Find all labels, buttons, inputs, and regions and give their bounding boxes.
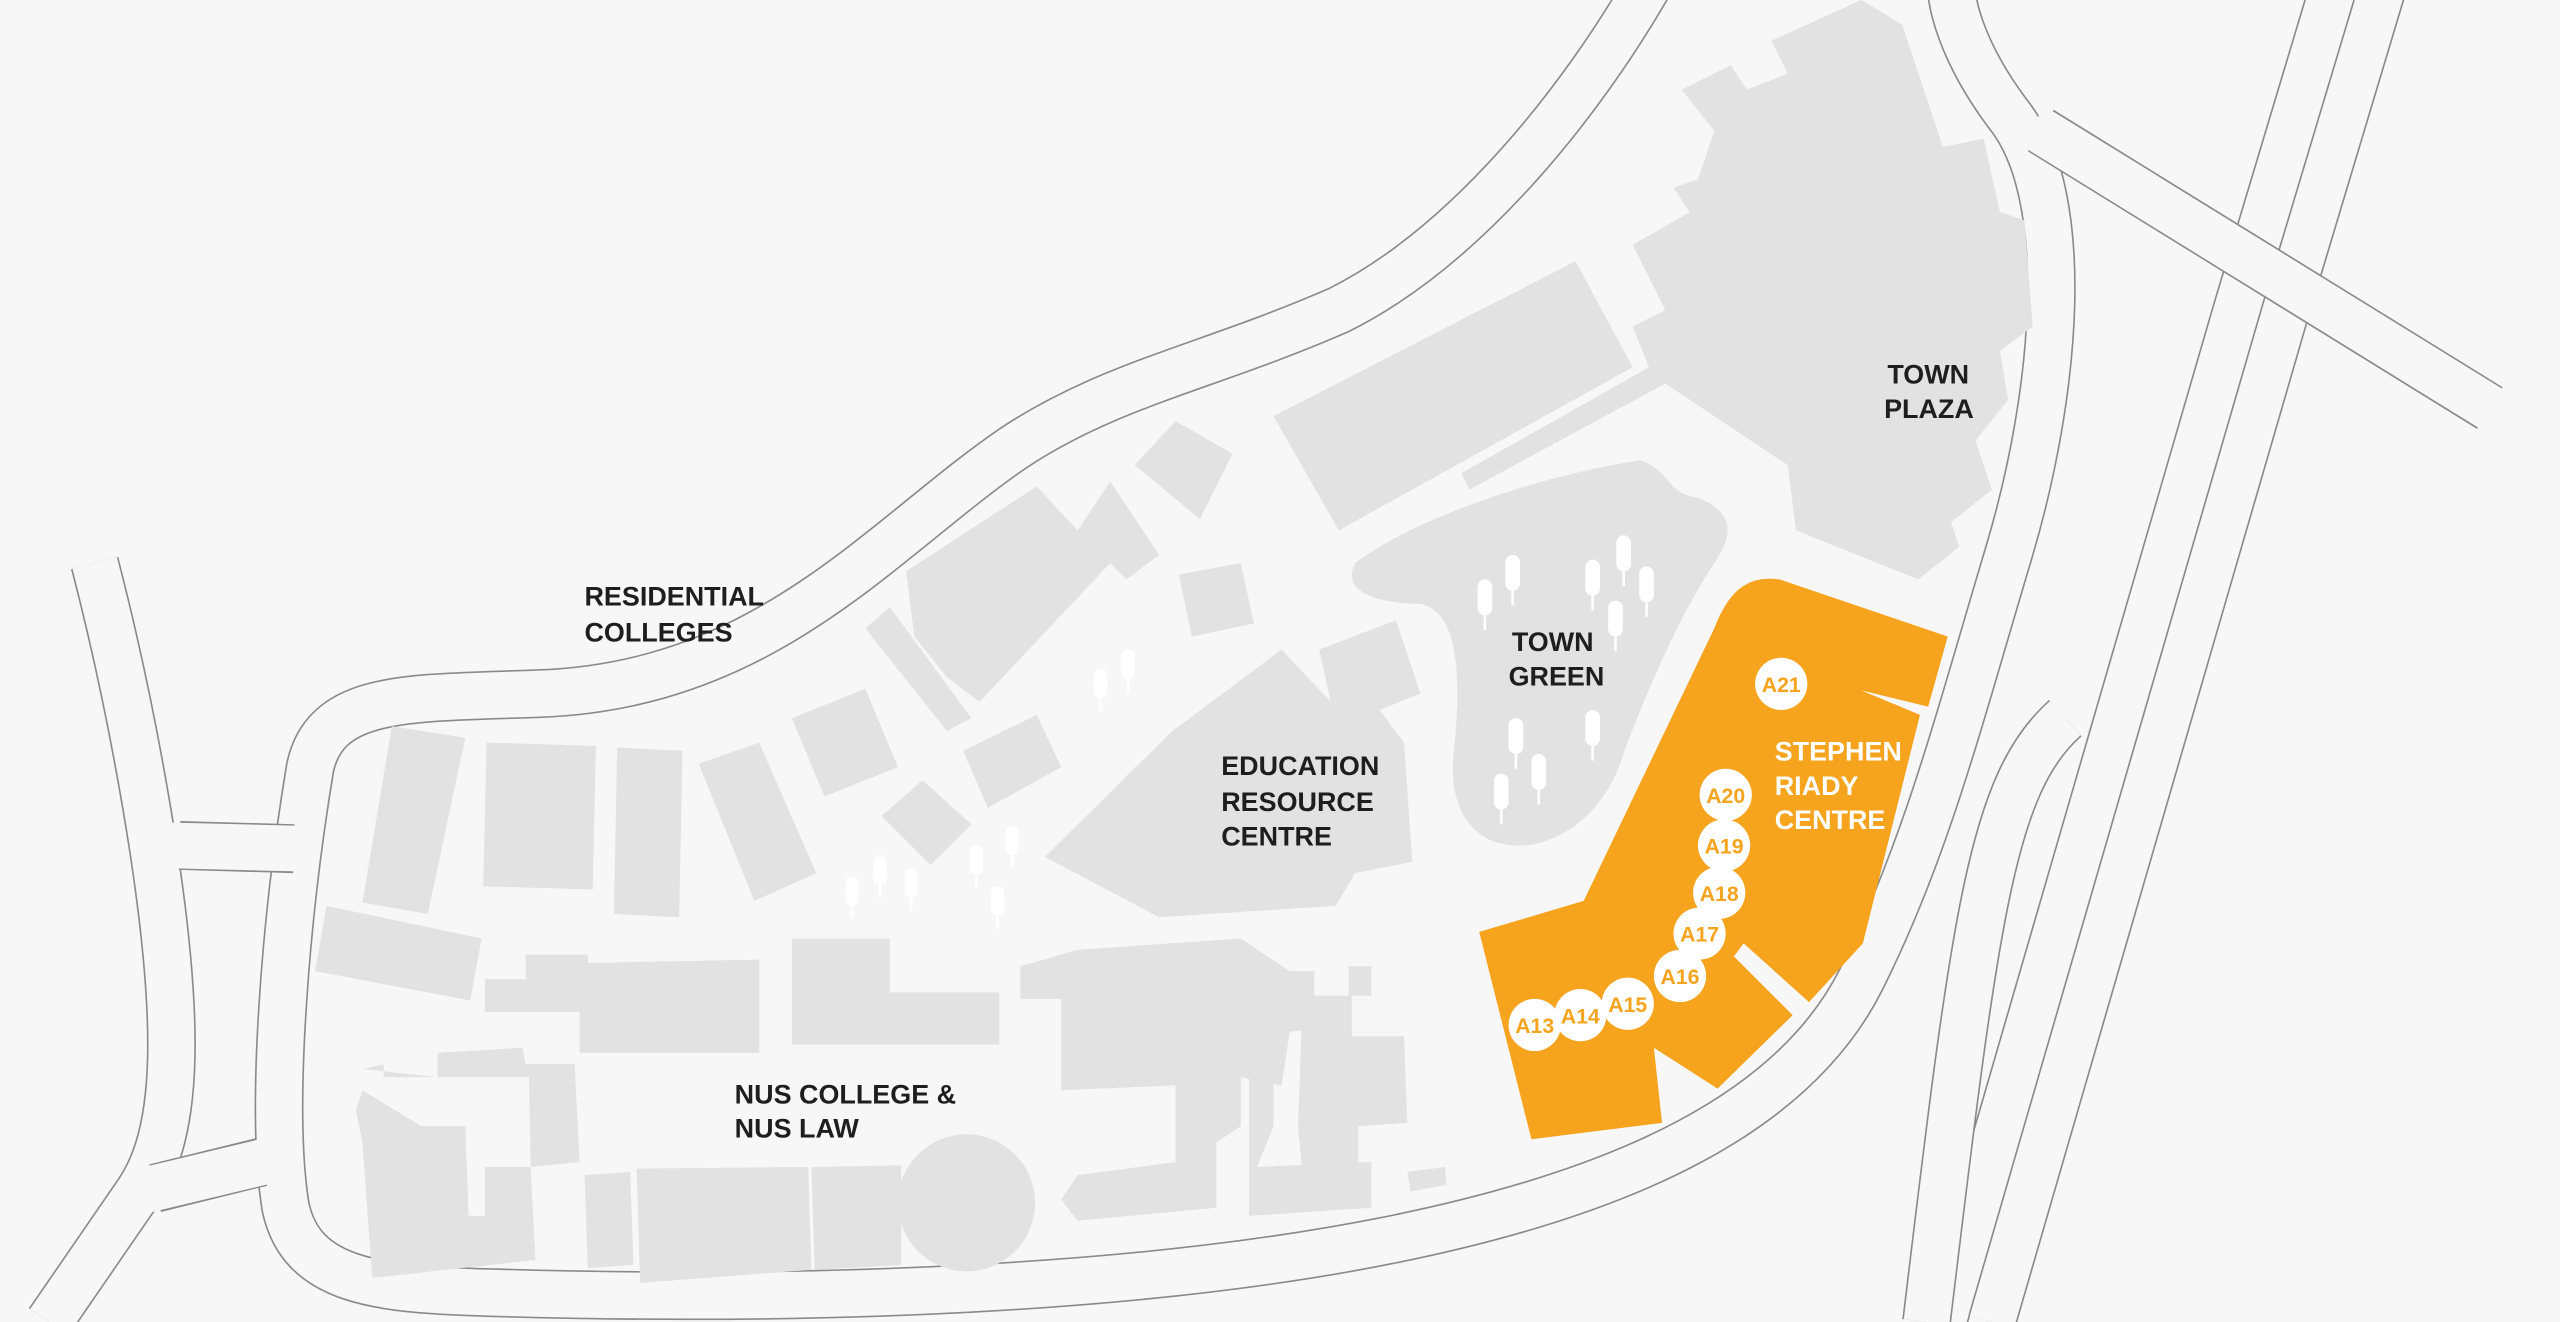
town-green-area xyxy=(1351,460,1728,846)
building xyxy=(791,688,898,797)
svg-text:A15: A15 xyxy=(1608,994,1647,1017)
tree-icon xyxy=(1608,600,1623,652)
svg-text:A16: A16 xyxy=(1661,966,1700,989)
building xyxy=(881,780,972,866)
label-town-green: TOWN GREEN xyxy=(1509,627,1605,691)
room-pins: A13 A14 A15 A16 A17 A18 A19 A20 A21 xyxy=(1508,657,1808,1052)
building xyxy=(636,1166,812,1283)
building xyxy=(1407,1166,1447,1192)
room-pin-a16[interactable]: A16 xyxy=(1653,949,1707,1003)
building xyxy=(906,481,1160,702)
tree-icon xyxy=(873,855,887,898)
area-labels: RESIDENTIAL COLLEGES EDUCATION RESOURCE … xyxy=(584,360,1977,1144)
building xyxy=(1134,421,1233,520)
tree-icon xyxy=(1505,554,1520,606)
tree-icon xyxy=(1639,566,1654,617)
building xyxy=(1273,261,1633,531)
room-pin-a15[interactable]: A15 xyxy=(1601,977,1654,1030)
building xyxy=(865,607,972,732)
tree-icon xyxy=(1093,669,1107,712)
education-resource-centre-building xyxy=(1044,620,1421,918)
building xyxy=(791,938,1000,1045)
tree-icon xyxy=(1508,718,1524,769)
town-plaza-building xyxy=(1461,0,2033,580)
trees xyxy=(845,535,1654,929)
buildings xyxy=(315,0,2033,1283)
room-pin-a17[interactable]: A17 xyxy=(1673,907,1726,960)
building xyxy=(483,742,596,890)
room-pin-a13[interactable]: A13 xyxy=(1508,998,1561,1052)
tree-icon xyxy=(1585,559,1600,611)
building xyxy=(315,905,482,1001)
tree-icon xyxy=(845,876,859,919)
svg-text:A18: A18 xyxy=(1700,883,1739,906)
tree-icon xyxy=(1493,773,1509,825)
west-road xyxy=(28,556,303,1322)
tree-icon xyxy=(969,845,983,888)
room-pin-a19[interactable]: A19 xyxy=(1697,819,1751,872)
tree-icon xyxy=(1616,535,1632,586)
label-nus-college-law: NUS COLLEGE & NUS LAW xyxy=(735,1079,964,1143)
building xyxy=(698,742,817,901)
tree-icon xyxy=(1531,754,1547,805)
svg-text:A19: A19 xyxy=(1705,836,1744,859)
building xyxy=(362,726,466,914)
building xyxy=(1348,966,1372,996)
label-residential-colleges: RESIDENTIAL COLLEGES xyxy=(584,582,771,648)
building xyxy=(484,954,760,1053)
tree-icon xyxy=(991,886,1005,929)
tree-icon xyxy=(1005,825,1019,869)
nus-college-building xyxy=(355,1047,580,1278)
tree-icon xyxy=(1477,579,1493,630)
nus-law-rotunda xyxy=(897,1134,1036,1272)
building xyxy=(584,1171,634,1269)
building xyxy=(963,714,1062,808)
svg-text:A13: A13 xyxy=(1515,1015,1554,1038)
svg-text:A14: A14 xyxy=(1561,1005,1600,1028)
room-pin-a21[interactable]: A21 xyxy=(1755,657,1808,710)
label-town-plaza: TOWN PLAZA xyxy=(1884,360,1977,424)
tree-icon xyxy=(1585,709,1600,761)
ring-road xyxy=(254,0,2076,1321)
label-stephen-riady-centre: STEPHEN RIADY CENTRE xyxy=(1775,737,1910,836)
roads xyxy=(28,0,2510,1322)
building xyxy=(811,1165,902,1270)
building xyxy=(613,747,683,918)
east-highway xyxy=(1902,0,2510,1322)
svg-text:A21: A21 xyxy=(1762,674,1801,697)
svg-text:A17: A17 xyxy=(1680,924,1719,947)
room-pin-a14[interactable]: A14 xyxy=(1554,989,1607,1042)
room-pin-a20[interactable]: A20 xyxy=(1699,768,1752,821)
tree-icon xyxy=(904,868,918,911)
tree-icon xyxy=(1121,649,1135,693)
building xyxy=(1178,563,1254,637)
label-education-resource-centre: EDUCATION RESOURCE CENTRE xyxy=(1221,751,1387,851)
building xyxy=(1297,995,1408,1179)
room-pin-a18[interactable]: A18 xyxy=(1693,866,1746,919)
svg-text:A20: A20 xyxy=(1706,785,1745,808)
